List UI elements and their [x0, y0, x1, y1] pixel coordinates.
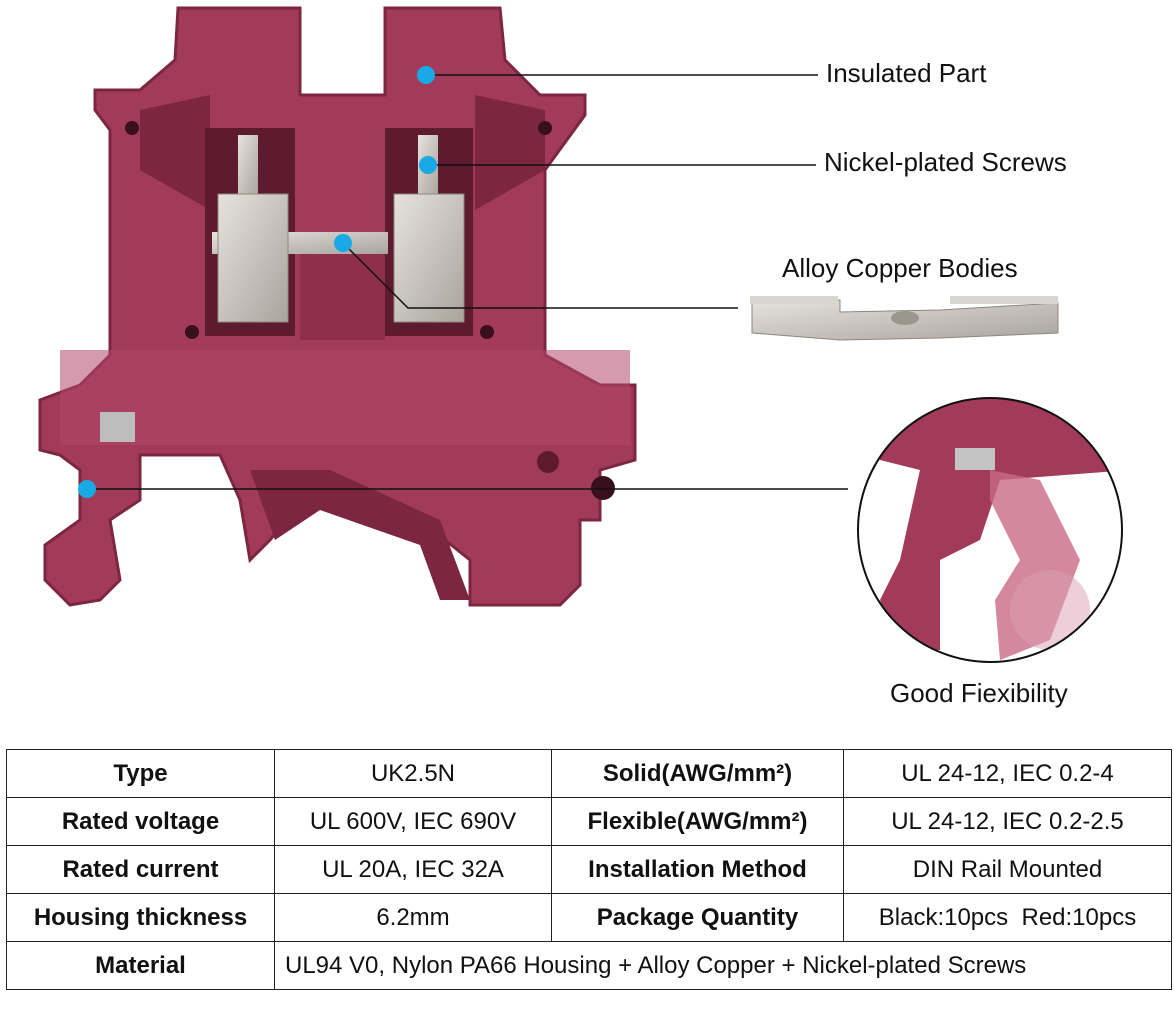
marker-flex: [78, 480, 96, 498]
callout-flexibility: Good Fiexibility: [890, 678, 1068, 708]
table-row: Rated current UL 20A, IEC 32A Installati…: [6, 845, 1172, 894]
callout-nickel-screws: Nickel-plated Screws: [824, 147, 1067, 177]
spec-label: Rated voltage: [6, 797, 275, 846]
table-row: Type UK2.5N Solid(AWG/mm²) UL 24-12, IEC…: [6, 749, 1172, 798]
callout-insulated-part: Insulated Part: [826, 58, 987, 88]
table-row: Housing thickness 6.2mm Package Quantity…: [6, 893, 1172, 942]
spec-value: UL 24-12, IEC 0.2-2.5: [843, 797, 1172, 846]
marker-insulated: [417, 66, 435, 84]
spec-value: 6.2mm: [274, 893, 552, 942]
spec-label: Flexible(AWG/mm²): [551, 797, 844, 846]
callout-copper-bodies: Alloy Copper Bodies: [782, 253, 1018, 283]
spec-value-material: UL94 V0, Nylon PA66 Housing + Alloy Copp…: [274, 941, 1172, 990]
marker-screws: [419, 156, 437, 174]
product-illustration: [38, 6, 1123, 663]
spec-value: Black:10pcs Red:10pcs: [843, 893, 1172, 942]
spec-value: UL 24-12, IEC 0.2-4: [843, 749, 1172, 798]
spec-label: Solid(AWG/mm²): [551, 749, 844, 798]
spec-label: Housing thickness: [6, 893, 275, 942]
copper-body-image: [750, 296, 1059, 341]
table-row: Rated voltage UL 600V, IEC 690V Flexible…: [6, 797, 1172, 846]
flexibility-zoom: [857, 397, 1123, 663]
marker-copper: [334, 234, 352, 252]
spec-value: UL 20A, IEC 32A: [274, 845, 552, 894]
callout-lines: [87, 74, 848, 490]
spec-value: UL 600V, IEC 690V: [274, 797, 552, 846]
spec-value: DIN Rail Mounted: [843, 845, 1172, 894]
spec-label: Installation Method: [551, 845, 844, 894]
spec-label: Type: [6, 749, 275, 798]
terminal-block: [38, 6, 637, 607]
spec-label-material: Material: [6, 941, 275, 990]
spec-label: Package Quantity: [551, 893, 844, 942]
spec-label: Rated current: [6, 845, 275, 894]
table-row: Material UL94 V0, Nylon PA66 Housing + A…: [6, 941, 1172, 990]
spec-table: Type UK2.5N Solid(AWG/mm²) UL 24-12, IEC…: [6, 749, 1172, 990]
spec-value: UK2.5N: [274, 749, 552, 798]
